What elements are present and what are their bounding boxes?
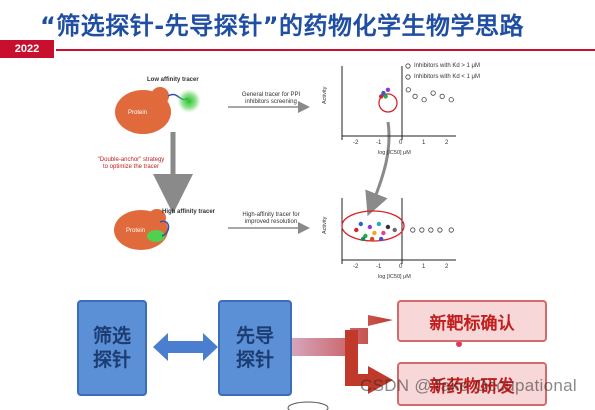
red-branch-arrow <box>290 315 393 356</box>
general-tracer-line1: General tracer for PPI <box>241 92 301 98</box>
red-branch-arrow-lower <box>345 330 393 394</box>
top-chart-point <box>378 94 384 99</box>
top-chart-point <box>448 97 454 103</box>
legend-item-1: Inhibitors with Kd > 1 μM <box>414 63 480 69</box>
high-tracer-text: High-affinity tracer for improved resolu… <box>236 212 306 226</box>
top-chart-xlabel: log [IC50] μM <box>378 150 411 156</box>
bottom-chart-point <box>372 230 377 236</box>
bottom-chart-point <box>360 236 366 242</box>
protein-shape-bottom <box>114 209 170 250</box>
lead-probe-box: 先导探针 <box>218 300 292 396</box>
bottom-chart-point <box>358 221 364 227</box>
top-chart-ylabel: Activity <box>322 86 328 104</box>
curved-arrow <box>365 121 391 217</box>
bottom-chart-tick-label: 0 <box>399 264 403 270</box>
top-chart-point <box>412 93 418 100</box>
year-badge: 2022 <box>0 40 54 58</box>
screening-probe-line2: 探针 <box>92 349 131 371</box>
double-arrow <box>153 333 218 361</box>
high-affinity-label: High affinity tracer <box>162 209 216 215</box>
bottom-chart-ylabel: Activity <box>322 216 328 234</box>
top-chart-point <box>385 87 391 93</box>
bottom-chart-point <box>410 227 416 233</box>
protein-label: Protein <box>128 110 148 116</box>
high-tracer-line1: High-affinity tracer for <box>242 212 300 218</box>
screening-probe-line1: 筛选 <box>92 325 131 347</box>
bottom-chart-point <box>419 227 425 233</box>
top-chart-tick-label: -2 <box>353 140 359 146</box>
legend-item-2: Inhibitors with Kd < 1 μM <box>414 74 480 80</box>
bottom-chart-points <box>354 221 454 242</box>
protein-shape-top <box>115 87 201 134</box>
bottom-chart-tick-label: 2 <box>445 264 449 270</box>
top-chart-point <box>421 97 427 103</box>
top-chart-tick-label: -1 <box>376 140 382 146</box>
new-target-box: 新靶标确认 <box>397 300 547 342</box>
bottom-chart-xlabel: log [IC50] μM <box>378 274 411 280</box>
bottom-chart-tick-label: 1 <box>422 264 426 270</box>
bottom-chart-point <box>354 227 359 233</box>
top-chart-tick-label: 1 <box>422 140 426 146</box>
low-affinity-label: Low affinity tracer <box>147 77 199 83</box>
bottom-chart-point <box>437 227 443 233</box>
bottom-chart-point <box>378 236 384 242</box>
page-title: “筛选探针-先导探针”的药物化学生物学思路 <box>40 12 525 40</box>
strategy-text: "Double-anchor" strategy to optimize the… <box>86 157 176 171</box>
top-chart-point <box>381 90 386 96</box>
bottom-chart-point <box>428 227 434 233</box>
pointer-dot <box>456 341 462 347</box>
bottom-chart-tick-label: -1 <box>376 264 382 270</box>
strategy-line1: "Double-anchor" strategy <box>97 157 165 163</box>
bottom-chart-point <box>392 227 397 233</box>
watermark: CSDN @Take Occupational <box>360 376 577 395</box>
new-drug-box: 新药物研发 <box>397 362 547 406</box>
header-divider <box>56 49 595 51</box>
top-chart-point <box>439 93 445 100</box>
lead-probe-line2: 探针 <box>235 349 274 371</box>
top-chart-point <box>383 94 388 99</box>
top-chart-tick-label: 2 <box>445 140 449 146</box>
bottom-chart-point <box>363 233 368 239</box>
bottom-chart-tick-label: -2 <box>353 264 359 270</box>
bottom-chart-point <box>448 227 454 233</box>
general-tracer-text: General tracer for PPI inhibitors screen… <box>236 92 306 106</box>
top-chart-point <box>405 87 411 93</box>
strategy-line2: to optimize the tracer <box>102 164 160 170</box>
top-chart-points <box>378 87 454 103</box>
bottom-chart-point <box>367 224 373 230</box>
bottom-chart-point <box>369 236 375 242</box>
bottom-chart-point <box>376 221 382 227</box>
general-tracer-line2: inhibitors screening <box>245 99 297 105</box>
screening-probe-box: 筛选探针 <box>77 300 147 396</box>
high-tracer-line2: improved resolution <box>244 219 298 225</box>
lead-probe-line1: 先导 <box>235 325 274 347</box>
bottom-chart-point <box>381 230 386 236</box>
protein-label-2: Protein <box>126 228 146 234</box>
top-chart-point <box>430 90 436 96</box>
top-chart-tick-label: 0 <box>399 140 403 146</box>
bottom-chart-point <box>385 224 391 230</box>
